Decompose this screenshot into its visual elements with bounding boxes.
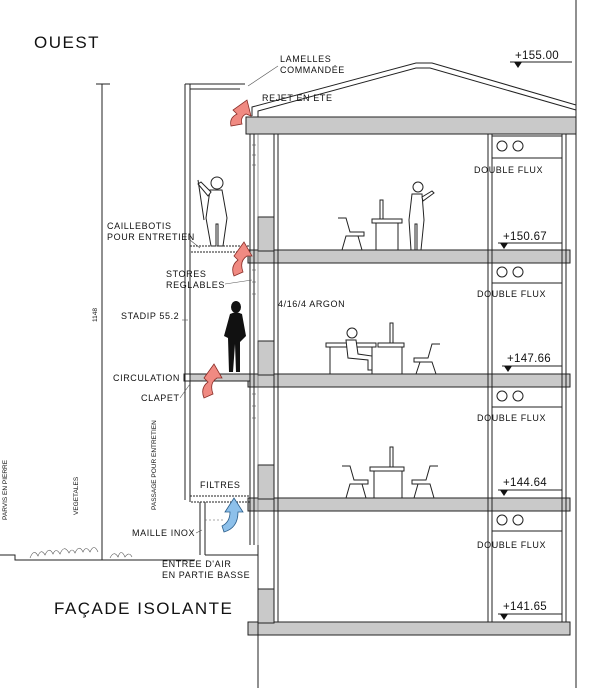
- level-150: +150.67: [503, 231, 547, 243]
- lamelles-label-1: LAMELLES: [280, 54, 331, 64]
- furniture-level-3: [338, 199, 403, 251]
- slab-level-1: [247, 373, 571, 388]
- level-marker-150: +150.67: [498, 231, 562, 249]
- stores-label-1: STORES: [166, 269, 206, 279]
- level-marker-144: +144.64: [498, 477, 562, 496]
- furniture-level-1: [342, 446, 438, 499]
- double-skin-facade: [184, 83, 259, 545]
- roof: [245, 0, 577, 688]
- person-silhouette: [224, 301, 246, 372]
- exhaust-arrow-middle: [202, 363, 223, 399]
- level-147: +147.66: [507, 353, 551, 365]
- person-sitting-level-2: [345, 327, 373, 371]
- dimension-1148: 1148: [92, 308, 99, 322]
- drawing-title: FAÇADE ISOLANTE: [54, 599, 233, 618]
- caillebotis-label-2: POUR ENTRETIEN: [107, 232, 195, 242]
- lamelles-label-2: COMMANDÉE: [280, 65, 345, 75]
- stadip-label: STADIP 55.2: [121, 311, 179, 321]
- duct-units: [491, 135, 563, 532]
- dimension-line: 1148: [92, 83, 110, 561]
- slab-ground: [247, 621, 571, 636]
- orientation-label: OUEST: [34, 33, 100, 52]
- furniture-level-2: [325, 322, 440, 375]
- argon-label: 4/16/4 ARGON: [278, 299, 345, 309]
- rejet-label: REJET EN ETE: [262, 93, 333, 103]
- level-marker-141: +141.65: [498, 601, 562, 620]
- person-cleaning-facade: [197, 176, 228, 247]
- double-flux-label-2: DOUBLE FLUX: [477, 289, 546, 299]
- double-flux-label-3: DOUBLE FLUX: [474, 165, 543, 175]
- vegetales-label: VEGETALES: [73, 476, 80, 515]
- parvis-label: PARVIS EN PIERRE: [2, 459, 9, 520]
- ground-and-vegetation: [0, 547, 195, 561]
- intake-arrow: [221, 497, 244, 533]
- filtres-label: FILTRES: [200, 480, 241, 490]
- level-141: +141.65: [503, 601, 547, 613]
- base-intake: [199, 502, 259, 688]
- maille-label: MAILLE INOX: [132, 528, 195, 538]
- double-flux-label-0: DOUBLE FLUX: [477, 540, 546, 550]
- grating-lower: [189, 495, 251, 503]
- entree-label-1: ENTREE D'AIR: [162, 559, 231, 569]
- clapet-label: CLAPET: [141, 393, 180, 403]
- level-marker-top: +155.00: [510, 50, 572, 68]
- double-flux-label-1: DOUBLE FLUX: [477, 413, 546, 423]
- stores-label-2: REGLABLES: [166, 280, 225, 290]
- exhaust-arrow-top: [230, 99, 252, 127]
- passage-label: PASSAGE POUR ENTRETIEN: [151, 420, 158, 510]
- slab-level-0: [247, 497, 571, 512]
- person-standing-level-3: [408, 181, 435, 251]
- level-144: +144.64: [503, 477, 547, 489]
- level-155: +155.00: [515, 50, 559, 62]
- level-marker-147: +147.66: [502, 353, 562, 372]
- caillebotis-label-1: CAILLEBOTIS: [107, 221, 172, 231]
- circulation-label: CIRCULATION: [113, 373, 180, 383]
- exhaust-arrow-upper: [232, 241, 253, 277]
- entree-label-2: EN PARTIE BASSE: [162, 570, 250, 580]
- slab-level-2: [247, 249, 571, 264]
